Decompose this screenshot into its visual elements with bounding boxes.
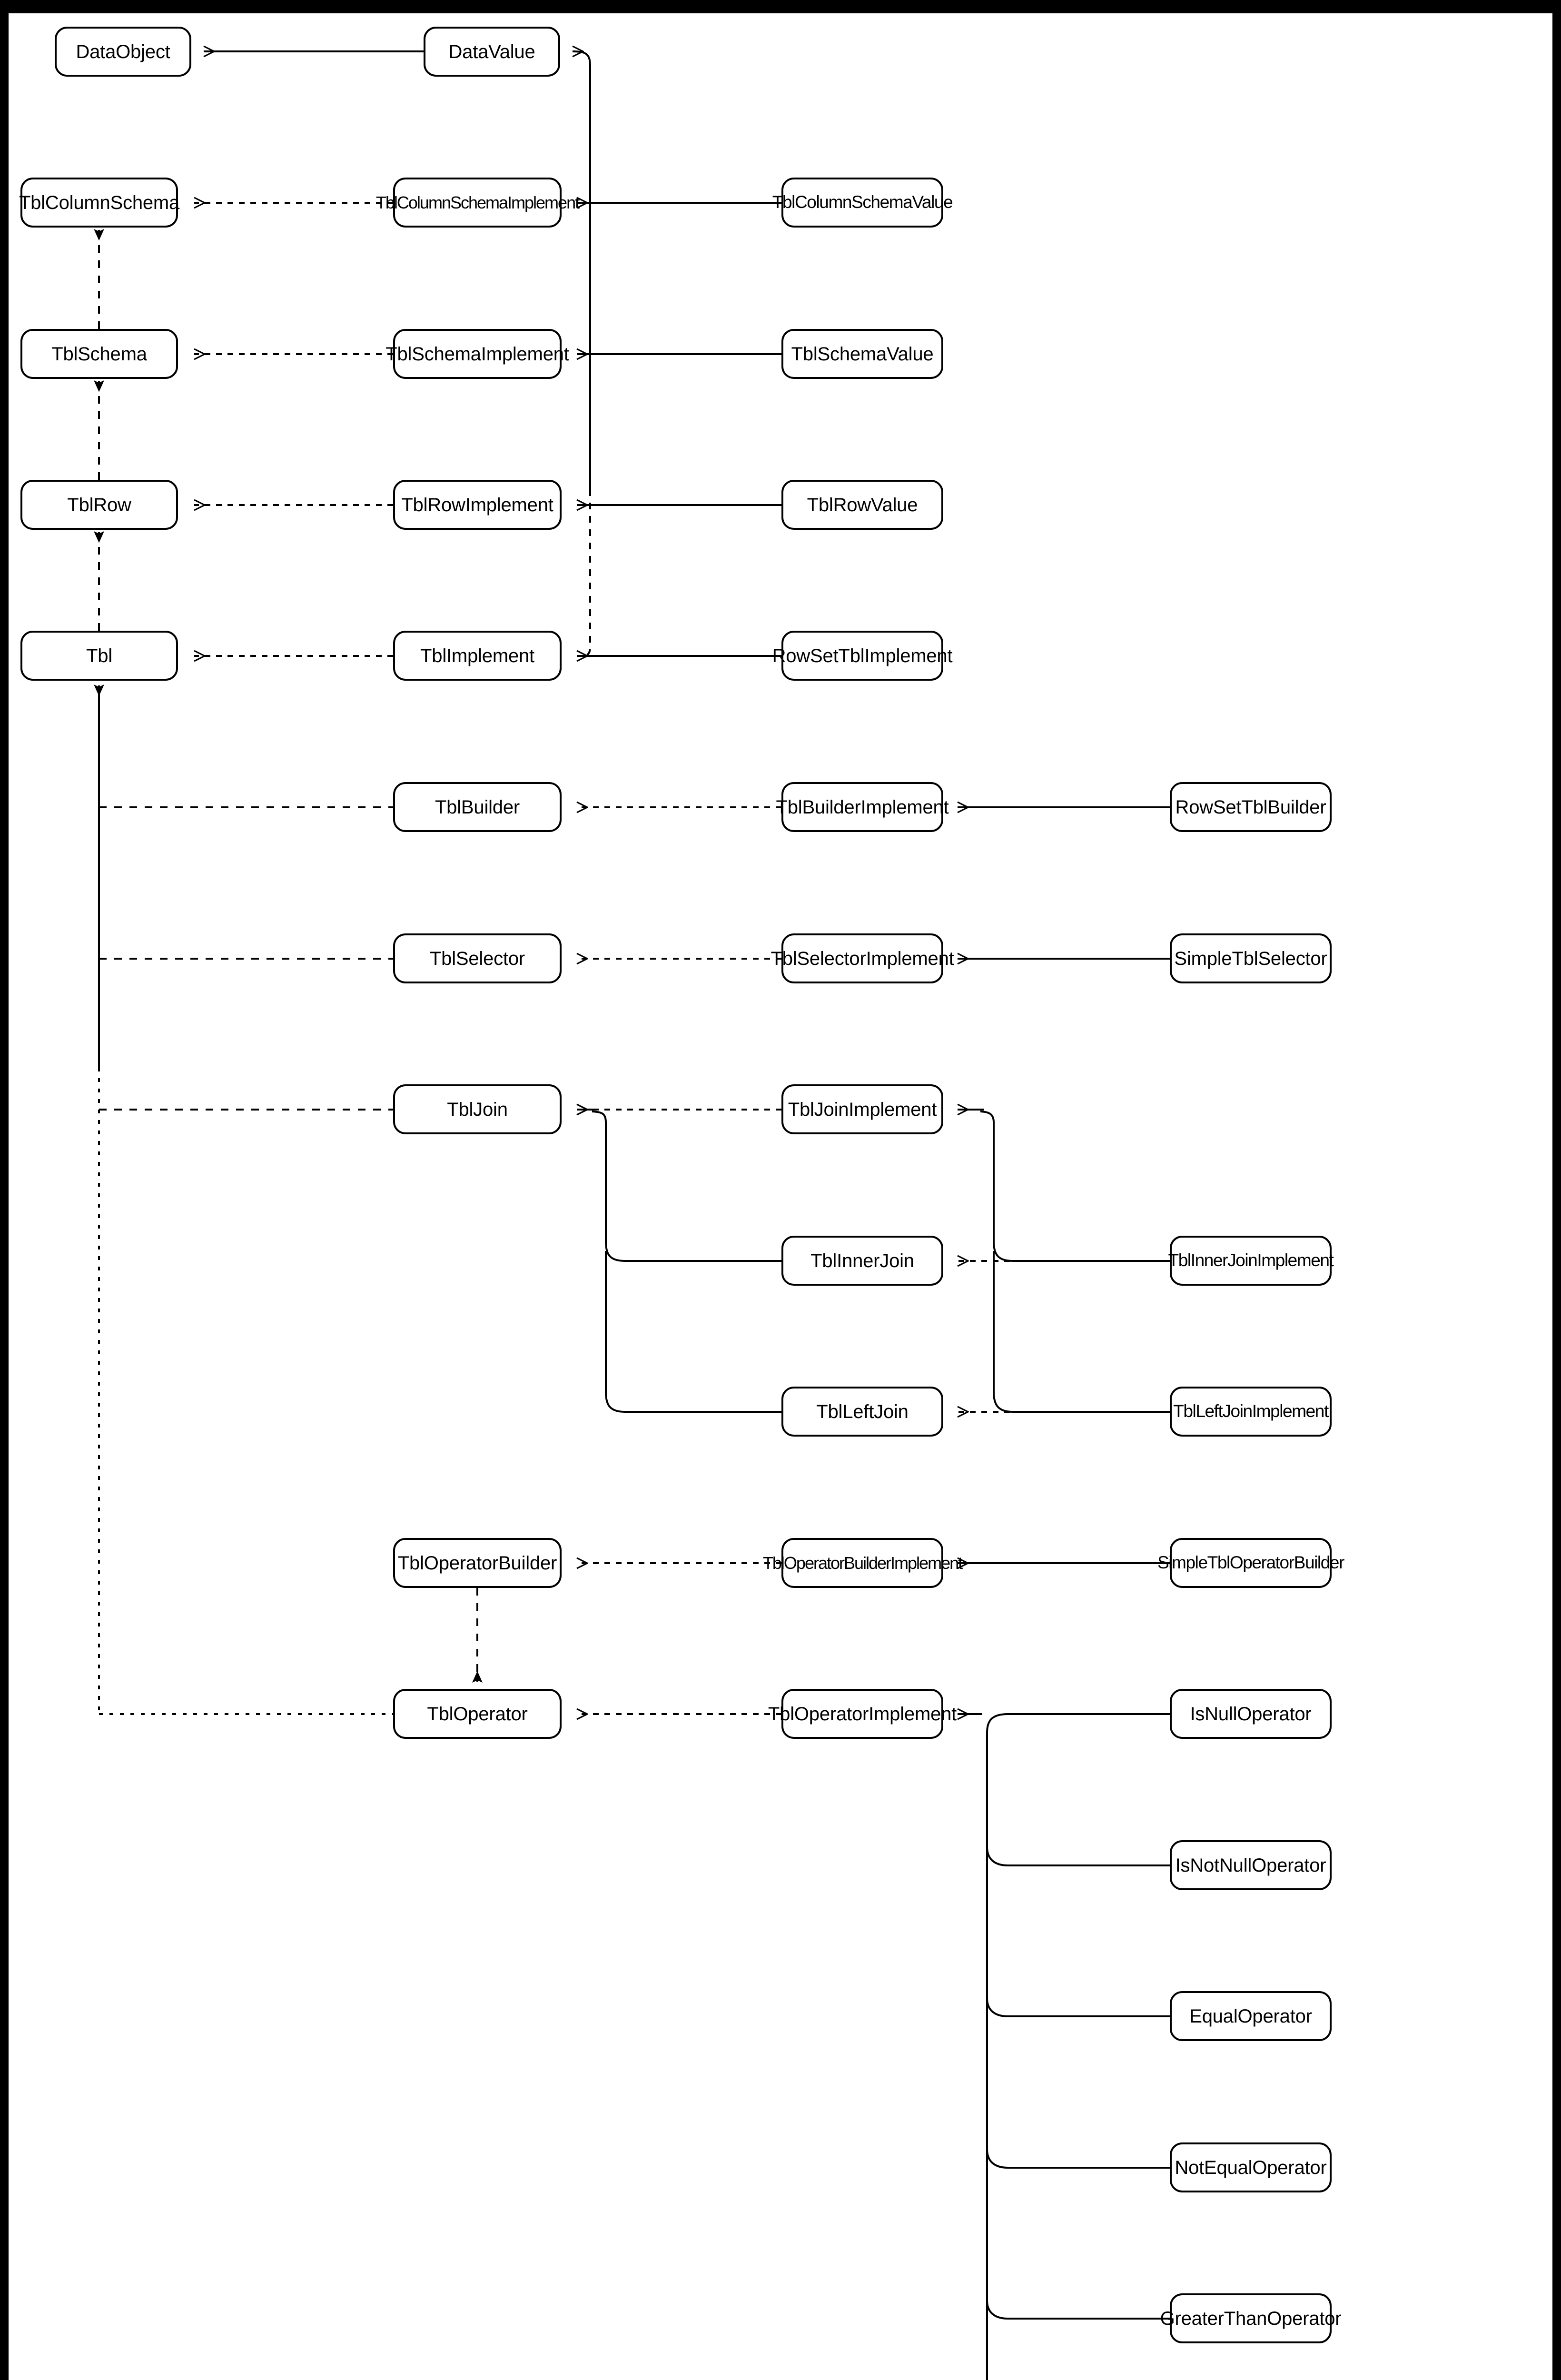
class-node-label: TblOperatorBuilderImplement [762, 1553, 963, 1573]
class-node-tblschemaimplement[interactable]: TblSchemaImplement [385, 329, 569, 379]
class-node-label: TblLeftJoin [816, 1401, 909, 1422]
class-node-label: TblOperatorBuilder [397, 1552, 557, 1574]
class-node-label: TblSelectorImplement [771, 948, 954, 969]
class-node-label: DataObject [76, 41, 170, 62]
class-node-tblschemavalue[interactable]: TblSchemaValue [781, 329, 943, 379]
class-node-simpletbloperatorbuilder[interactable]: SimpleTblOperatorBuilder [1157, 1538, 1344, 1588]
class-node-label: SimpleTblOperatorBuilder [1157, 1553, 1344, 1573]
class-node-label: TblOperatorImplement [768, 1703, 957, 1725]
class-node-tbloperatorbuilder[interactable]: TblOperatorBuilder [393, 1538, 562, 1588]
class-node-isnotnulloperator[interactable]: IsNotNullOperator [1170, 1840, 1332, 1890]
class-node-label: Tbl [86, 645, 112, 666]
class-node-label: GreaterThanOperator [1160, 2308, 1342, 2329]
class-node-label: EqualOperator [1189, 2005, 1312, 2027]
class-node-tblselector[interactable]: TblSelector [393, 933, 562, 983]
class-node-tbljoin[interactable]: TblJoin [393, 1084, 562, 1134]
class-node-tblinnerjoinimplement[interactable]: TblInnerJoinImplement [1168, 1236, 1334, 1286]
edge-operator-bus [986, 1713, 1170, 2380]
class-node-label: TblColumnSchema [19, 192, 180, 213]
class-node-label: TblRowValue [807, 494, 918, 516]
class-node-tbloperatorbuilderimplement[interactable]: TblOperatorBuilderImplement [763, 1538, 963, 1588]
class-node-label: TblRow [67, 494, 131, 516]
class-node-label: TblOperator [427, 1703, 528, 1725]
class-node-rowsettblbuilder[interactable]: RowSetTblBuilder [1170, 782, 1332, 832]
class-node-rowsettblimplement[interactable]: RowSetTblImplement [772, 631, 953, 681]
class-node-greaterthanoperator[interactable]: GreaterThanOperator [1160, 2293, 1342, 2343]
edge-layer [9, 13, 1170, 2380]
class-node-tblbuilderimplement[interactable]: TblBuilderImplement [776, 782, 949, 832]
class-node-label: TblRowImplement [401, 494, 553, 516]
class-node-tblleftjoin[interactable]: TblLeftJoin [781, 1387, 943, 1437]
class-node-tbloperatorimplement[interactable]: TblOperatorImplement [768, 1689, 957, 1739]
class-node-tbloperator[interactable]: TblOperator [393, 1689, 562, 1739]
class-node-dataobject[interactable]: DataObject [55, 27, 191, 77]
class-node-tbl[interactable]: Tbl [20, 631, 178, 681]
class-node-tblcolumnschema[interactable]: TblColumnSchema [19, 178, 180, 228]
class-node-equaloperator[interactable]: EqualOperator [1170, 1991, 1332, 2041]
class-node-label: TblLeftJoinImplement [1173, 1401, 1329, 1421]
class-node-label: TblSchemaValue [791, 343, 934, 365]
class-node-label: IsNullOperator [1190, 1703, 1312, 1725]
class-node-label: TblBuilder [435, 796, 520, 818]
class-node-label: TblImplement [420, 645, 534, 666]
class-node-label: TblSchema [51, 343, 147, 365]
class-node-tblbuilder[interactable]: TblBuilder [393, 782, 562, 832]
class-node-tblselectorimplement[interactable]: TblSelectorImplement [771, 933, 954, 983]
class-node-label: TblBuilderImplement [776, 796, 949, 818]
class-node-tblleftjoinimplement[interactable]: TblLeftJoinImplement [1170, 1387, 1332, 1437]
class-node-isnulloperator[interactable]: IsNullOperator [1170, 1689, 1332, 1739]
class-node-tblrowimplement[interactable]: TblRowImplement [393, 480, 562, 530]
class-node-tblcolumnschemaimplement[interactable]: TblColumnSchemaImplement [376, 178, 580, 228]
class-node-label: TblColumnSchemaValue [772, 192, 953, 212]
class-node-label: TblJoin [447, 1099, 508, 1120]
class-node-label: NotEqualOperator [1175, 2157, 1327, 2178]
class-node-datavalue[interactable]: DataValue [424, 27, 560, 77]
edge-tblinnerjoin-tbljoin [592, 1111, 781, 1262]
class-node-tblrowvalue[interactable]: TblRowValue [781, 480, 943, 530]
class-node-label: TblSchemaImplement [385, 343, 569, 365]
class-node-label: TblSelector [429, 948, 525, 969]
class-node-label: TblInnerJoinImplement [1168, 1250, 1334, 1270]
class-node-label: RowSetTblImplement [772, 645, 953, 666]
class-node-tblschema[interactable]: TblSchema [20, 329, 178, 379]
class-node-label: DataValue [448, 41, 535, 62]
class-node-notequaloperator[interactable]: NotEqualOperator [1170, 2142, 1332, 2192]
class-node-tblinnerjoin[interactable]: TblInnerJoin [781, 1236, 943, 1286]
class-node-tblrow[interactable]: TblRow [20, 480, 178, 530]
class-node-label: IsNotNullOperator [1175, 1854, 1326, 1876]
class-node-label: TblJoinImplement [788, 1099, 937, 1120]
class-node-label: RowSetTblBuilder [1175, 796, 1326, 818]
class-node-label: TblInnerJoin [810, 1250, 914, 1271]
class-node-label: SimpleTblSelector [1174, 948, 1327, 969]
class-node-label: TblColumnSchemaImplement [375, 192, 580, 212]
class-node-simpletblselector[interactable]: SimpleTblSelector [1170, 933, 1332, 983]
class-node-tbljoinimplement[interactable]: TblJoinImplement [781, 1084, 943, 1134]
edge-tblleftjoin-tbljoin [605, 1251, 781, 1413]
class-node-tblcolumnschemavalue[interactable]: TblColumnSchemaValue [772, 178, 953, 228]
class-node-tblimplement[interactable]: TblImplement [393, 631, 562, 681]
